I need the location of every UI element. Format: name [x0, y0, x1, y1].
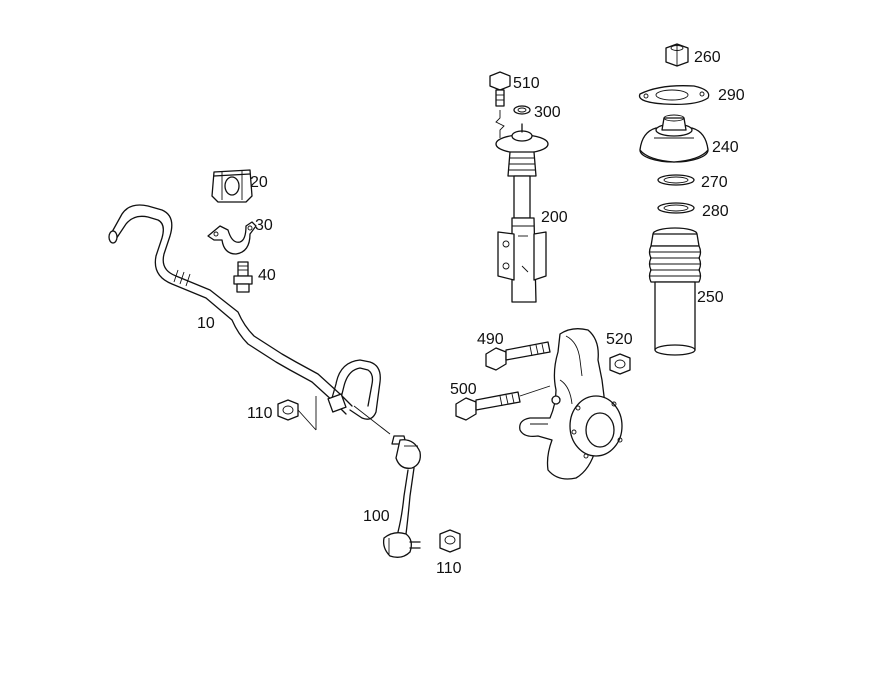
- bolt-500: [455, 385, 551, 421]
- callout-290: 290: [718, 87, 745, 104]
- callout-110-lower: 110: [436, 560, 462, 577]
- nut-110-lower: [439, 529, 461, 553]
- stabilizer-bar: [108, 204, 401, 441]
- steering-knuckle: [519, 328, 623, 480]
- callout-490: 490: [477, 331, 504, 348]
- callout-260: 260: [694, 49, 721, 66]
- callout-280: 280: [702, 203, 729, 220]
- callout-270: 270: [701, 174, 728, 191]
- callout-40: 40: [258, 267, 276, 284]
- drop-link: [382, 435, 421, 558]
- callout-200: 200: [541, 209, 568, 226]
- dust-boot: [648, 227, 702, 356]
- callout-110-upper: 110: [247, 405, 273, 422]
- ring-270: [657, 174, 695, 186]
- callout-500: 500: [450, 381, 477, 398]
- rubber-bearing: [211, 169, 253, 203]
- callout-300: 300: [534, 104, 561, 121]
- bolt-40: [233, 261, 253, 293]
- nut-260: [665, 43, 689, 67]
- nut-110-upper: [277, 396, 317, 431]
- shock-absorber: [495, 123, 549, 303]
- callout-520: 520: [606, 331, 633, 348]
- callout-240: 240: [712, 139, 739, 156]
- clamp-bracket: [207, 221, 257, 255]
- ring-280: [657, 202, 695, 214]
- bolt-490: [485, 341, 551, 371]
- bolt-510: [489, 71, 511, 138]
- callout-100: 100: [363, 508, 390, 525]
- callout-30: 30: [255, 217, 273, 234]
- gasket-290: [638, 85, 710, 106]
- callout-20: 20: [250, 174, 268, 191]
- strut-mount: [639, 114, 709, 163]
- callout-10: 10: [197, 315, 215, 332]
- callout-250: 250: [697, 289, 724, 306]
- nut-520: [609, 353, 631, 375]
- washer-300: [513, 105, 531, 115]
- callout-510: 510: [513, 75, 540, 92]
